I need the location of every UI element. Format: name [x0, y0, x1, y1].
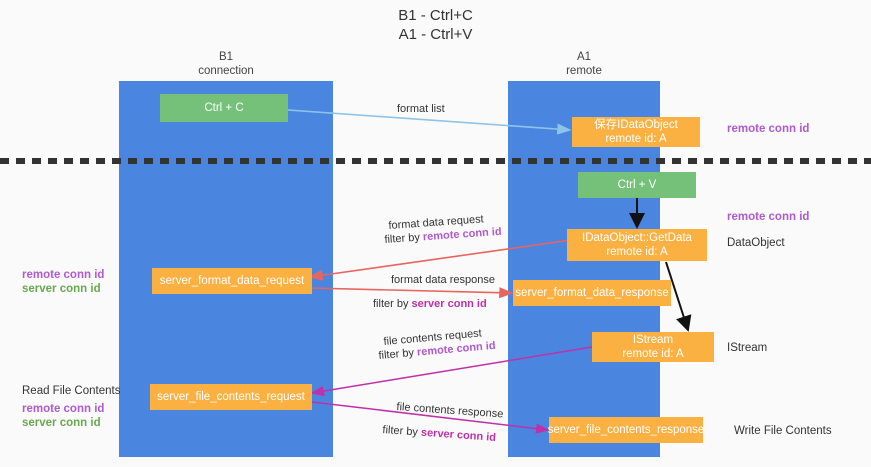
side-label-read-file-contents: Read File Contents — [22, 385, 121, 397]
filter-prefix: filter by — [378, 346, 418, 362]
node-server-format-data-response[interactable]: server_format_data_response — [513, 280, 671, 306]
title-line-2: A1 - Ctrl+V — [398, 26, 473, 43]
column-header-a1-role: remote — [566, 65, 602, 77]
node-ctrl-c-label: Ctrl + C — [204, 102, 244, 114]
node-idataobject-getdata-line1: IDataObject::GetData — [582, 232, 692, 244]
node-server-file-contents-request[interactable]: server_file_contents_request — [150, 384, 312, 410]
filter-prefix: filter by — [382, 423, 422, 439]
side-label-remote-conn-id-mid: remote conn id — [727, 211, 810, 223]
node-server-file-contents-response-label: server_file_contents_response — [547, 424, 705, 436]
node-server-file-contents-response[interactable]: server_file_contents_response — [547, 417, 705, 443]
node-server-file-contents-request-label: server_file_contents_request — [157, 391, 305, 403]
node-save-idataobject-line2: remote id: A — [605, 133, 667, 145]
node-save-idataobject[interactable]: 保存IDataObject remote id: A — [572, 117, 700, 147]
title-line-1: B1 - Ctrl+C — [398, 7, 473, 24]
side-label-write-file-contents: Write File Contents — [734, 425, 832, 437]
edge-label-format-data-response-filter: filter by server conn id — [373, 297, 487, 311]
node-idataobject-getdata[interactable]: IDataObject::GetData remote id: A — [567, 229, 707, 261]
node-server-format-data-request-label: server_format_data_request — [159, 275, 305, 287]
column-header-a1: A1 remote — [508, 50, 660, 78]
side-label-left-remote-conn-id-bottom: remote conn id — [22, 403, 105, 415]
filter-key-server-conn-id: server conn id — [420, 426, 497, 444]
edge-label-format-list: format list — [397, 103, 445, 115]
side-label-left-server-conn-id-bottom: server conn id — [22, 417, 101, 429]
node-idataobject-getdata-line2: remote id: A — [606, 246, 668, 258]
side-label-left-server-conn-id-mid: server conn id — [22, 283, 101, 295]
edge-label-format-data-response: format data response — [391, 274, 495, 286]
node-ctrl-v[interactable]: Ctrl + V — [578, 172, 696, 198]
node-ctrl-c[interactable]: Ctrl + C — [160, 94, 288, 122]
column-header-b1-name: B1 — [218, 51, 234, 63]
filter-prefix: filter by — [373, 298, 412, 310]
node-istream-line1: IStream — [632, 334, 674, 346]
node-server-format-data-request[interactable]: server_format_data_request — [152, 268, 312, 294]
side-label-dataobject: DataObject — [727, 237, 785, 249]
side-label-left-remote-conn-id-mid: remote conn id — [22, 269, 105, 281]
filter-prefix: filter by — [384, 231, 424, 246]
page-title: B1 - Ctrl+C A1 - Ctrl+V — [0, 6, 871, 44]
edge-label-file-contents-response-filter: filter by server conn id — [382, 423, 496, 445]
filter-key-server-conn-id: server conn id — [411, 298, 487, 310]
column-header-b1-role: connection — [198, 65, 254, 77]
node-save-idataobject-line1: 保存IDataObject — [594, 119, 678, 131]
node-ctrl-v-label: Ctrl + V — [617, 179, 657, 191]
section-divider — [0, 158, 871, 164]
column-header-b1: B1 connection — [119, 50, 333, 78]
arrow-format-data-response — [309, 287, 514, 299]
node-istream-line2: remote id: A — [622, 348, 684, 360]
side-label-remote-conn-id-top: remote conn id — [727, 123, 810, 135]
node-istream[interactable]: IStream remote id: A — [592, 332, 714, 362]
edge-label-file-contents-response: file contents response — [396, 400, 504, 421]
side-label-istream: IStream — [727, 342, 768, 354]
column-header-a1-name: A1 — [576, 51, 592, 63]
node-server-format-data-response-label: server_format_data_response — [515, 287, 669, 299]
filter-key-remote-conn-id: remote conn id — [422, 225, 502, 244]
